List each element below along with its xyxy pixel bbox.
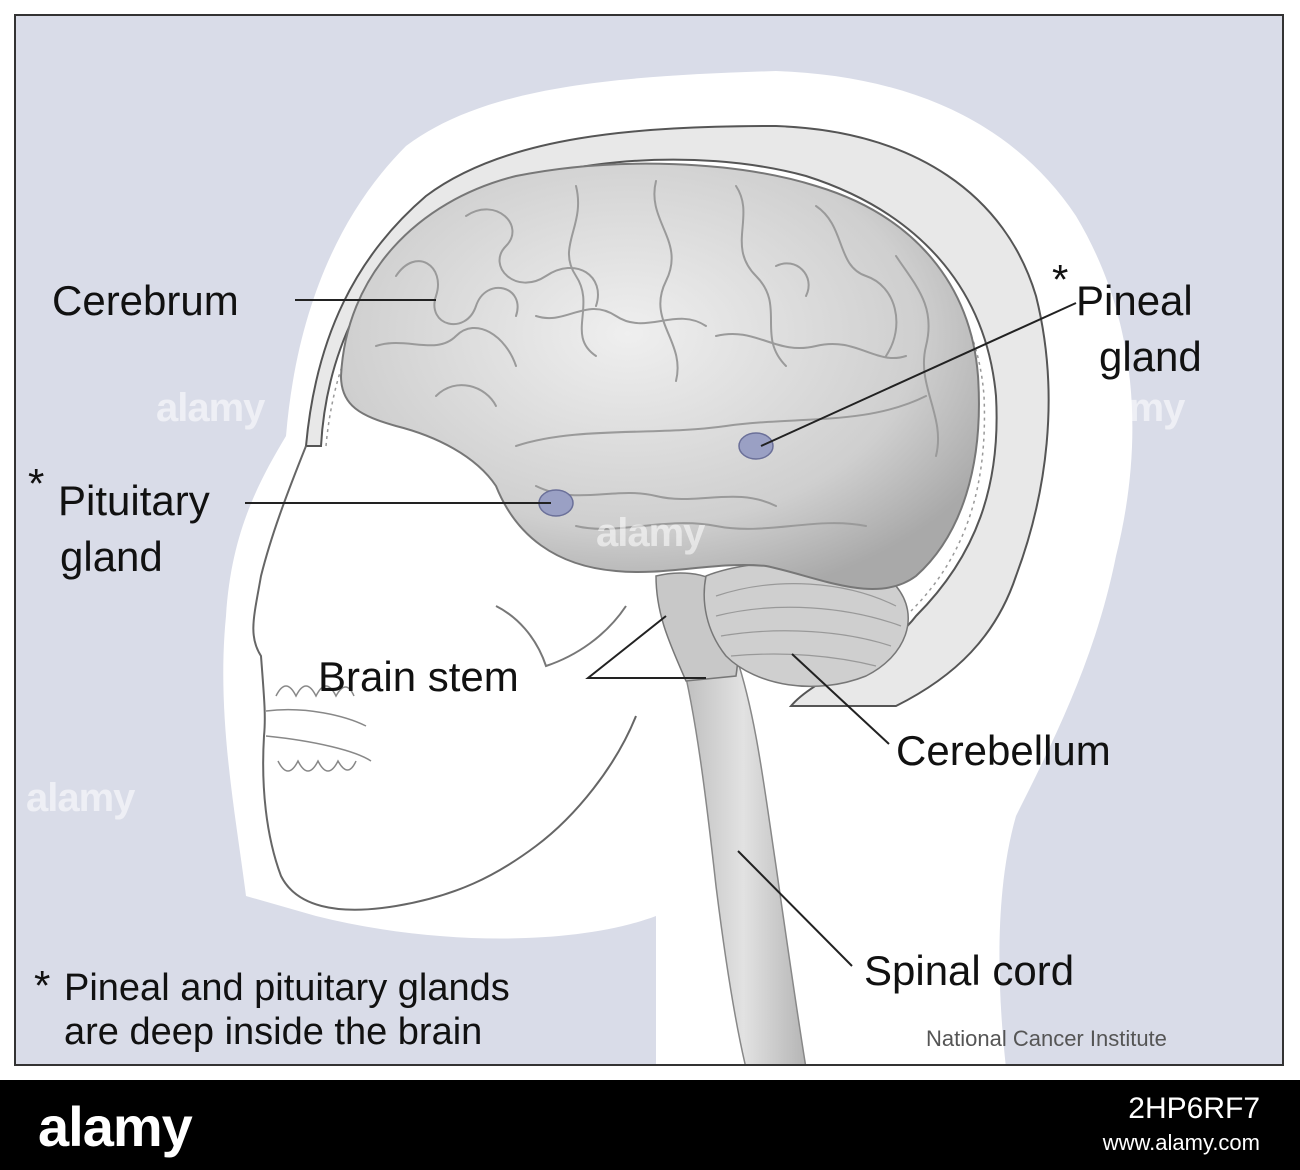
watermark: alamy xyxy=(26,776,135,820)
footer-brand-logo[interactable]: alamy xyxy=(38,1095,193,1158)
brain-stem-label: Brain stem xyxy=(318,653,519,700)
watermark: alamy xyxy=(156,386,265,430)
credit-text: National Cancer Institute xyxy=(926,1026,1167,1051)
cerebrum-shape xyxy=(339,162,980,590)
footer-image-id: 2HP6RF7 xyxy=(1128,1092,1260,1125)
cerebellum-label: Cerebellum xyxy=(896,727,1111,774)
footer-site-link[interactable]: www.alamy.com xyxy=(1102,1130,1260,1155)
footnote-asterisk: * xyxy=(34,962,51,1009)
pineal-asterisk: * xyxy=(1052,256,1069,303)
pineal-label-line1: Pineal xyxy=(1076,277,1193,324)
face-outline xyxy=(252,445,637,911)
footnote-line2: are deep inside the brain xyxy=(64,1011,483,1053)
anatomy-diagram: alamy alamy alamy alamy alamy Cerebrum *… xyxy=(14,14,1284,1066)
pineal-gland-shape xyxy=(738,432,774,460)
footnote-line1: Pineal and pituitary glands xyxy=(64,967,510,1009)
cerebrum-label: Cerebrum xyxy=(52,277,239,324)
pituitary-label-line2: gland xyxy=(60,533,163,580)
leader-lines xyxy=(245,299,1077,967)
pituitary-asterisk: * xyxy=(28,460,45,507)
watermark: alamy xyxy=(896,776,1005,820)
pituitary-label-line1: Pituitary xyxy=(58,477,210,524)
spinal-cord-label: Spinal cord xyxy=(864,947,1075,994)
watermark: alamy xyxy=(596,511,705,555)
footer-bar: alamy 2HP6RF7 www.alamy.com xyxy=(0,1080,1300,1170)
spinal-cord-shape xyxy=(680,655,807,1064)
pineal-label-line2: gland xyxy=(1099,333,1202,380)
skull-outline xyxy=(304,124,1050,707)
head-illustration xyxy=(223,71,1133,1064)
watermark: alamy xyxy=(1076,386,1185,430)
